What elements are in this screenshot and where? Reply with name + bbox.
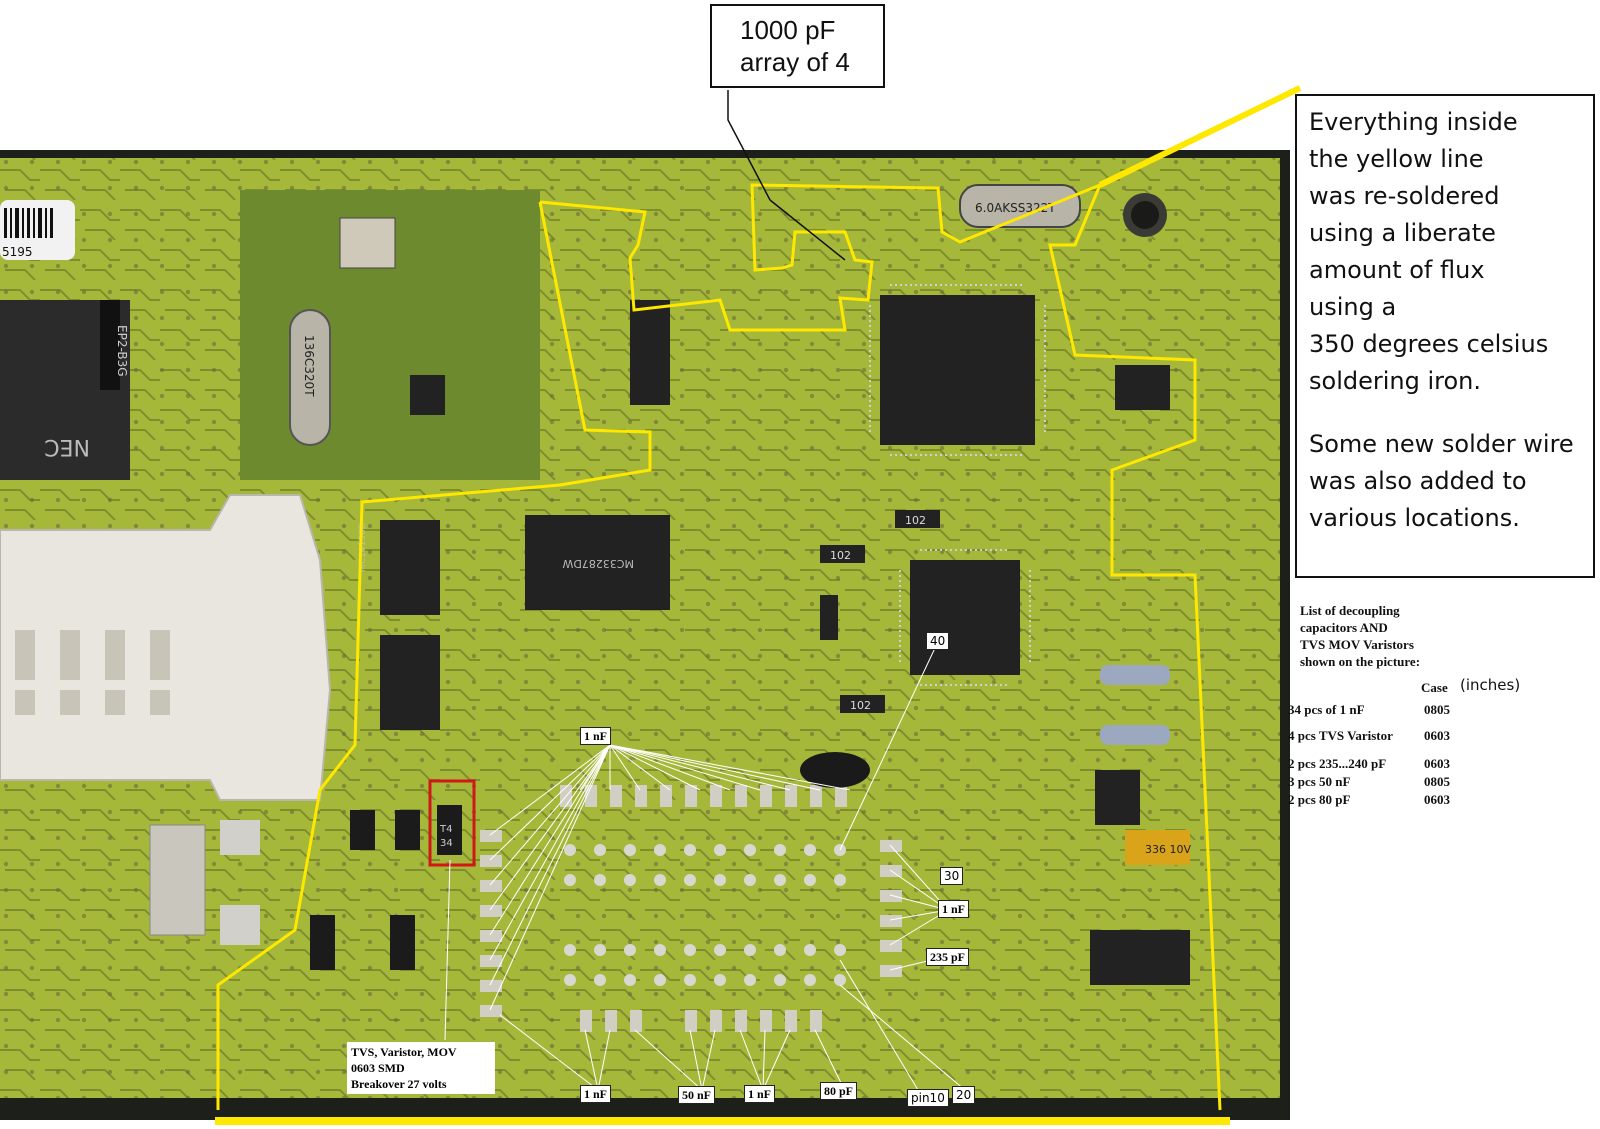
callout-resoldered: Everything inside the yellow line was re… (1295, 94, 1595, 578)
callout-text-line: amount of flux (1309, 256, 1485, 284)
row-quantity: 2 pcs 235...240 pF (1288, 756, 1387, 771)
svg-text:T4: T4 (439, 824, 452, 835)
tvs-note-line: TVS, Varistor, MOV (351, 1045, 457, 1059)
row-quantity: 4 pcs TVS Varistor (1288, 728, 1393, 743)
yellow-outline (539, 182, 1222, 1111)
label-1nf-bottom-left: 1 nF (580, 1085, 612, 1103)
tvs-note: TVS, Varistor, MOV 0603 SMD Breakover 27… (347, 1042, 495, 1094)
case-column-header: Case (1421, 680, 1448, 695)
row-quantity: 3 pcs 50 nF (1288, 774, 1351, 789)
svg-text:5195: 5195 (2, 245, 33, 259)
callout-text-line: was re-soldered (1309, 182, 1500, 210)
callout-1000pf-line2: array of 4 (740, 47, 850, 77)
label-235pf: 235 pF (926, 948, 970, 966)
callout-text-line: various locations. (1309, 504, 1520, 532)
callout-1000pf: 1000 pF array of 4 (710, 4, 885, 88)
paragraph-gap (1309, 400, 1583, 426)
label-1nf-top: 1 nF (580, 727, 612, 745)
callout-text-line: using a liberate (1309, 219, 1496, 247)
svg-text:102: 102 (905, 514, 926, 527)
label-1nf-right: 1 nF (938, 900, 970, 918)
svg-text:NEC: NEC (44, 434, 90, 459)
label-80pf: 80 pF (820, 1082, 858, 1100)
callout-text-line: the yellow line (1309, 145, 1484, 173)
svg-text:136C320T: 136C320T (302, 335, 316, 397)
heading-line: capacitors AND (1300, 620, 1388, 635)
label-1nf-bottom-mid: 1 nF (744, 1085, 776, 1103)
svg-text:34: 34 (440, 838, 453, 849)
label-pin10: pin10 (907, 1089, 949, 1107)
row-case: 0603 (1424, 792, 1450, 807)
label-pin-20: 20 (952, 1086, 976, 1104)
callout-1000pf-line1: 1000 pF (740, 15, 836, 45)
label-pin-40: 40 (926, 632, 950, 650)
row-quantity: 34 pcs of 1 nF (1288, 702, 1365, 717)
callout-text-line: Some new solder wire (1309, 430, 1574, 458)
svg-text:102: 102 (830, 549, 851, 562)
tvs-highlight-box (428, 779, 476, 867)
svg-text:336 10V: 336 10V (1145, 843, 1191, 856)
heading-line: shown on the picture: (1300, 654, 1421, 669)
component-list-heading: List of decoupling capacitors AND TVS MO… (1300, 602, 1500, 670)
svg-text:EP2-B3G: EP2-B3G (115, 325, 129, 377)
callout-text-line: using a (1309, 293, 1397, 321)
tvs-note-line: 0603 SMD (351, 1061, 405, 1075)
row-case: 0805 (1424, 774, 1450, 789)
heading-line: List of decoupling (1300, 603, 1400, 618)
callout-text-line: Everything inside (1309, 108, 1518, 136)
svg-text:MC33287DW: MC33287DW (562, 557, 634, 570)
svg-text:102: 102 (850, 699, 871, 712)
label-pin-30: 30 (940, 867, 964, 885)
case-column-unit: (inches) (1460, 676, 1521, 694)
callout-text-line: was also added to (1309, 467, 1527, 495)
callout-text-line: 350 degrees celsius (1309, 330, 1549, 358)
row-case: 0805 (1424, 702, 1450, 717)
heading-line: TVS MOV Varistors (1300, 637, 1414, 652)
row-quantity: 2 pcs 80 pF (1288, 792, 1351, 807)
svg-text:MC14158D: MC14158D (358, 522, 368, 572)
label-50nf: 50 nF (678, 1086, 716, 1104)
row-case: 0603 (1424, 728, 1450, 743)
tvs-note-line: Breakover 27 volts (351, 1077, 447, 1091)
row-case: 0603 (1424, 756, 1450, 771)
callout-text-line: soldering iron. (1309, 367, 1481, 395)
